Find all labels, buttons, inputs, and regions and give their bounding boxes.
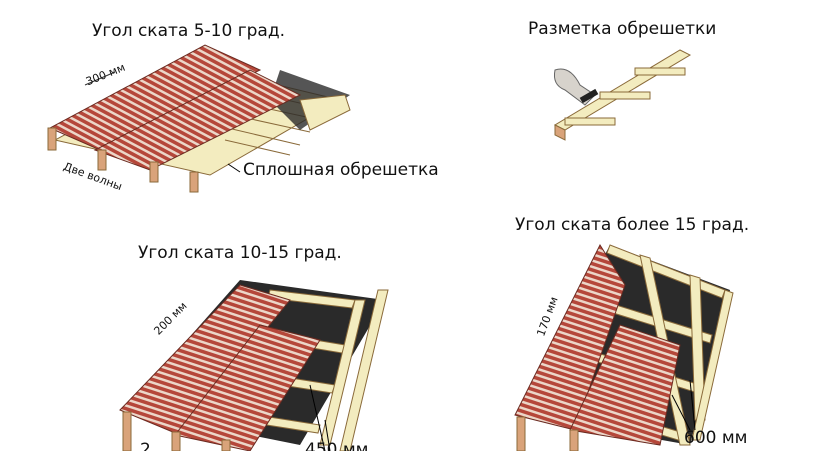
title-marking: Разметка обрешетки	[528, 19, 717, 39]
step-600-label: 600 мм	[684, 428, 748, 448]
continuous-lathing-label: Сплошная обрешетка	[243, 160, 439, 180]
roof-illustration-10-15	[119, 280, 389, 451]
title-slope-5-10: Угол ската 5-10 град.	[92, 21, 286, 41]
roof-illustration-5-10	[47, 44, 351, 193]
title-slope-10-15: Угол ската 10-15 град.	[138, 243, 342, 263]
marking-illustration	[553, 49, 692, 141]
roof-illustration-over-15	[514, 243, 734, 451]
step-450-label: 450 мм	[305, 440, 369, 451]
title-slope-over-15: Угол ската более 15 град.	[515, 215, 750, 235]
cut-label: 2	[140, 440, 151, 451]
